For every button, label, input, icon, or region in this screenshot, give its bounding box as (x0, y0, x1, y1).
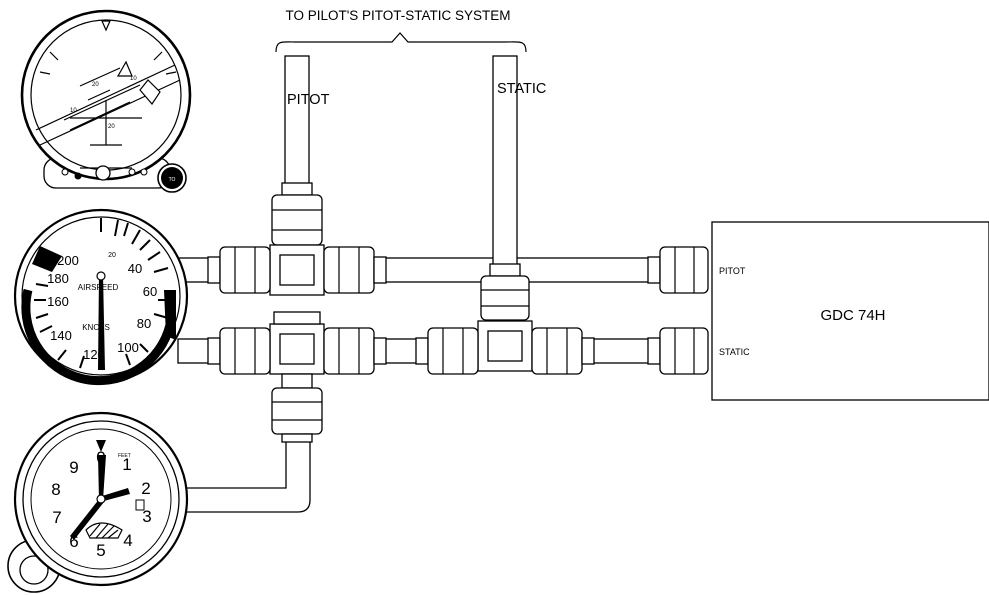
static-tee-left-fitting (415, 327, 479, 375)
svg-text:TO: TO (169, 177, 176, 183)
pitot-line-label: PITOT (287, 92, 330, 108)
header-brace (275, 32, 527, 53)
alt-digit-4: 4 (123, 531, 132, 550)
gdc-title: GDC 74H (820, 307, 885, 324)
static-right-fitting (323, 327, 387, 375)
gdc-static-fitting (647, 327, 709, 375)
pitot-vertical-fitting (271, 182, 323, 246)
alt-digit-8: 8 (51, 480, 60, 499)
airspeed-needle (98, 274, 105, 370)
airspeed-160: 160 (47, 294, 69, 309)
airspeed-title: AIRSPEED (78, 283, 119, 292)
alt-digit-7: 7 (52, 508, 61, 527)
alt-digit-1: 1 (122, 455, 131, 474)
gdc-pitot-port-label: PITOT (719, 266, 746, 276)
airspeed-ticks (34, 218, 172, 369)
static-line (177, 55, 663, 364)
airspeed-100: 100 (117, 340, 139, 355)
static-left-fitting (207, 327, 271, 375)
attitude-indicator: 20 10 10 20 TO (20, 9, 192, 193)
airspeed-180: 180 (47, 271, 69, 286)
altimeter-unit: FEET (118, 453, 131, 459)
static-tee-fitting (477, 320, 533, 372)
altimeter-minute-hand (70, 498, 104, 540)
pitot-tee-fitting (269, 244, 325, 296)
airspeed-40: 40 (128, 261, 142, 276)
gdc-74h-unit: GDC 74H PITOT STATIC (711, 221, 989, 401)
alt-digit-2: 2 (141, 479, 150, 498)
airspeed-tens: 20 (108, 252, 116, 259)
alt-digit-3: 3 (142, 507, 151, 526)
header-label: TO PILOT'S PITOT-STATIC SYSTEM (285, 8, 510, 23)
svg-text:10: 10 (130, 76, 137, 82)
static-line-label: STATIC (497, 81, 546, 97)
altimeter-line (183, 439, 311, 513)
static-vertical-fitting (480, 263, 530, 321)
altimeter: 0 1 2 3 4 5 6 7 8 9 FEET (7, 411, 189, 593)
alt-digit-5: 5 (96, 541, 105, 560)
pitot-left-fitting (207, 246, 271, 294)
static-down-fitting (271, 373, 323, 443)
pitot-right-fitting (323, 246, 387, 294)
altimeter-long-hand (100, 488, 130, 502)
airspeed-140: 140 (50, 328, 72, 343)
svg-text:10: 10 (70, 108, 77, 114)
gdc-static-port-label: STATIC (719, 347, 750, 357)
alt-digit-9: 9 (69, 458, 78, 477)
gdc-pitot-fitting (647, 246, 709, 294)
svg-text:20: 20 (108, 124, 115, 130)
alt-digit-6: 6 (69, 532, 78, 551)
svg-text:20: 20 (92, 82, 99, 88)
airspeed-unit: KNOTS (82, 323, 110, 332)
altimeter-hour-hand (98, 455, 106, 500)
airspeed-80: 80 (137, 316, 151, 331)
static-cross-top-fitting (273, 311, 321, 325)
static-cross-fitting (269, 323, 325, 375)
airspeed-indicator: 200 20 40 60 80 100 120 140 160 180 AIRS… (13, 208, 189, 386)
airspeed-200: 200 (57, 253, 79, 268)
airspeed-60: 60 (143, 284, 157, 299)
static-tee-right-fitting (531, 327, 595, 375)
